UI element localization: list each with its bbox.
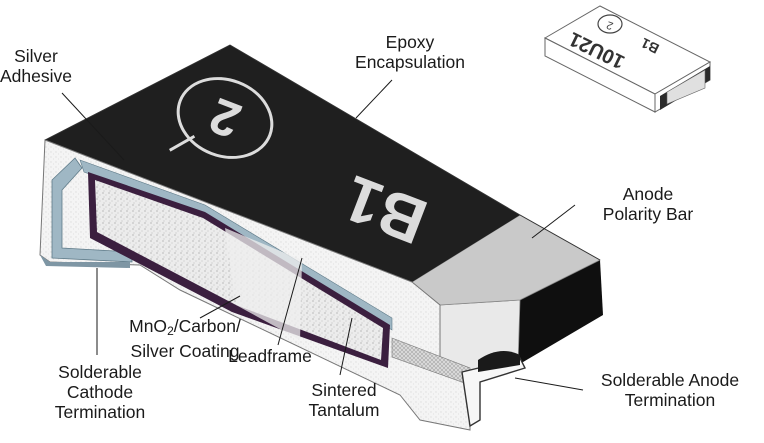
anode-end-face (518, 260, 603, 365)
leader-leadframe (277, 257, 303, 346)
leader-anode-termination (514, 377, 584, 391)
leader-polarity-bar (531, 204, 576, 239)
cathode-foot (40, 255, 130, 268)
label-leadframe: Leadframe (228, 346, 312, 366)
inset-code-marking: B1 (638, 35, 661, 57)
label-solderable-cathode-termination: Solderable Cathode Termination (54, 362, 146, 422)
label-mno2-coating: MnO2/Carbon/ Silver Coating (129, 316, 241, 361)
leader-lines (61, 79, 584, 391)
label-anode-polarity-bar: Anode Polarity Bar (602, 184, 694, 224)
label-solderable-anode-termination: Solderable Anode Termination (600, 370, 740, 410)
capacitor-body (39, 44, 603, 431)
leader-silver-adhesive (61, 92, 125, 161)
anode-termination-cap (478, 351, 520, 372)
label-sintered-tantalum: Sintered Tantalum (308, 380, 380, 420)
leader-epoxy (355, 79, 393, 119)
label-epoxy-encapsulation: Epoxy Encapsulation (355, 32, 465, 72)
svg-text:2: 2 (605, 18, 615, 31)
tantalum-pellet-highlight (225, 228, 302, 340)
label-silver-adhesive: Silver Adhesive (0, 46, 72, 86)
silver-adhesive-layer (79, 159, 393, 331)
body-outline (44, 44, 601, 261)
inset-component-illustration: 2 (543, 5, 712, 113)
leader-mno2 (199, 295, 241, 319)
leader-tantalum (339, 317, 353, 376)
epoxy-top-face (45, 45, 520, 282)
